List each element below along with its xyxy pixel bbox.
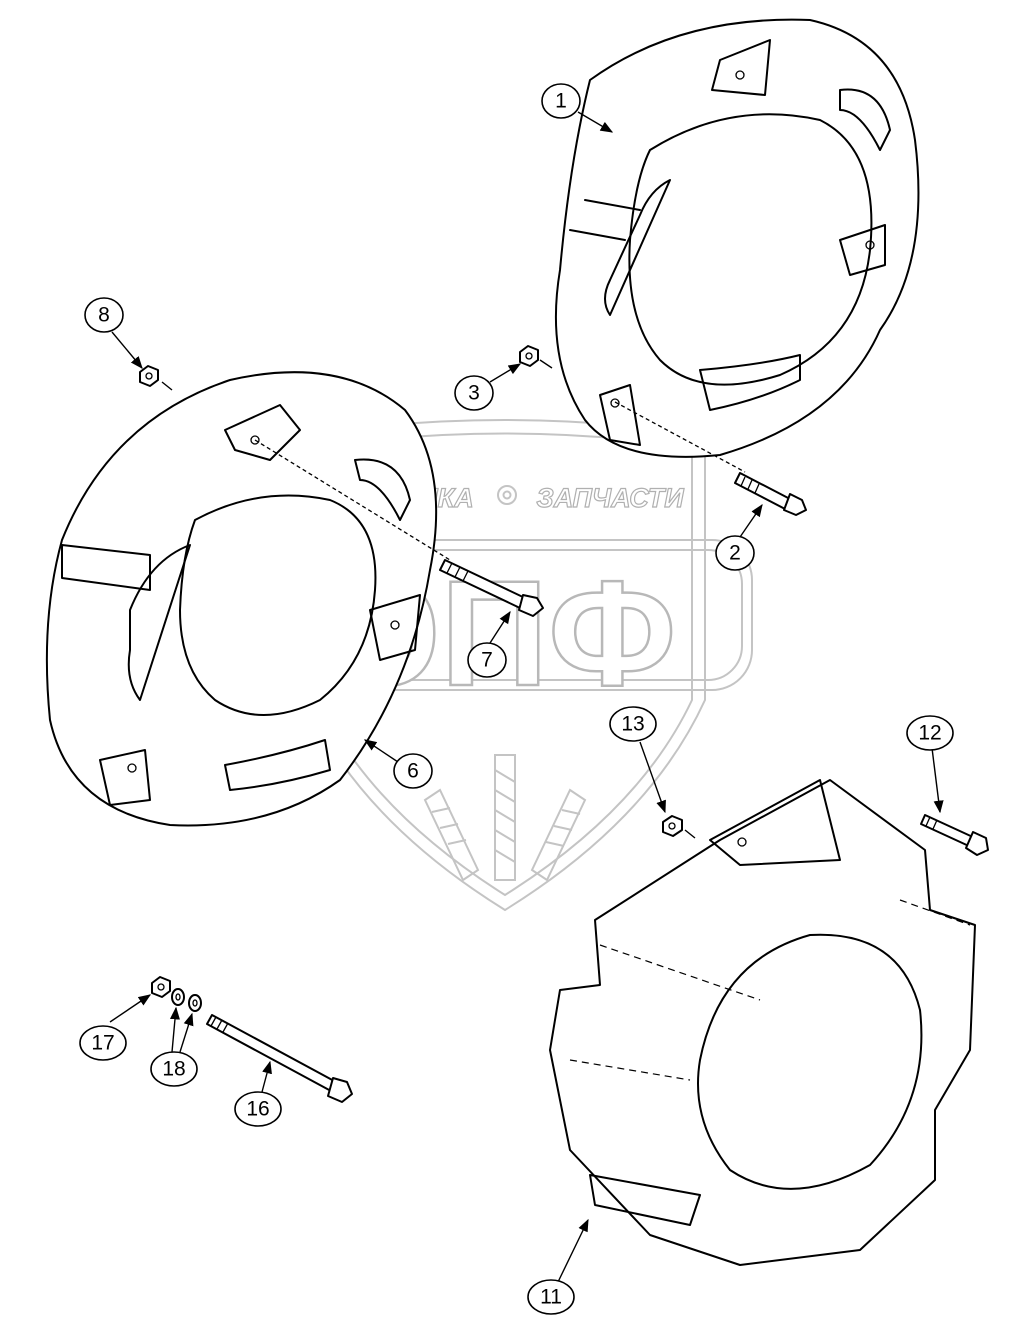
bolt-16 [206, 1014, 353, 1103]
bolt-axes [254, 401, 746, 561]
svg-text:17: 17 [91, 1032, 114, 1055]
svg-text:16: 16 [246, 1098, 269, 1121]
callout-13: 13 [609, 706, 657, 742]
svg-text:6: 6 [407, 760, 419, 783]
nut-13 [662, 815, 683, 837]
callout-12: 12 [906, 715, 954, 751]
svg-text:12: 12 [918, 722, 941, 745]
wheel-weight-1 [554, 18, 920, 458]
wheel-weight-6 [45, 371, 438, 827]
callout-6: 6 [393, 753, 433, 789]
svg-text:2: 2 [729, 542, 741, 565]
watermark-shield [304, 419, 706, 912]
nut-17 [151, 976, 171, 998]
callout-1: 1 [541, 83, 581, 119]
callout-16: 16 [234, 1091, 282, 1127]
leader-lines [109, 111, 944, 1283]
nut-8 [139, 365, 159, 387]
nut-3 [519, 345, 539, 367]
svg-text:11: 11 [540, 1286, 562, 1309]
washer-18 [171, 988, 202, 1012]
callout-17: 17 [79, 1025, 127, 1061]
svg-text:13: 13 [621, 713, 644, 736]
bolt-12 [920, 814, 989, 856]
callout-8: 8 [84, 297, 124, 333]
gear-icon [497, 485, 517, 505]
svg-text:1: 1 [555, 90, 567, 113]
svg-text:8: 8 [98, 304, 110, 327]
wheat-icon [423, 754, 587, 882]
callout-11: 11 [527, 1279, 575, 1315]
watermark-text-right: ЗАПЧАСТИ [536, 483, 684, 513]
callout-7: 7 [467, 642, 507, 678]
callout-3: 3 [454, 375, 494, 411]
bolt-7 [439, 559, 544, 617]
svg-text:3: 3 [468, 382, 480, 405]
bolt-2 [734, 472, 807, 516]
svg-text:18: 18 [162, 1058, 185, 1081]
callout-18: 18 [150, 1051, 198, 1087]
svg-text:7: 7 [481, 649, 493, 672]
wheel-weight-11 [549, 779, 976, 1266]
callout-2: 2 [715, 535, 755, 571]
